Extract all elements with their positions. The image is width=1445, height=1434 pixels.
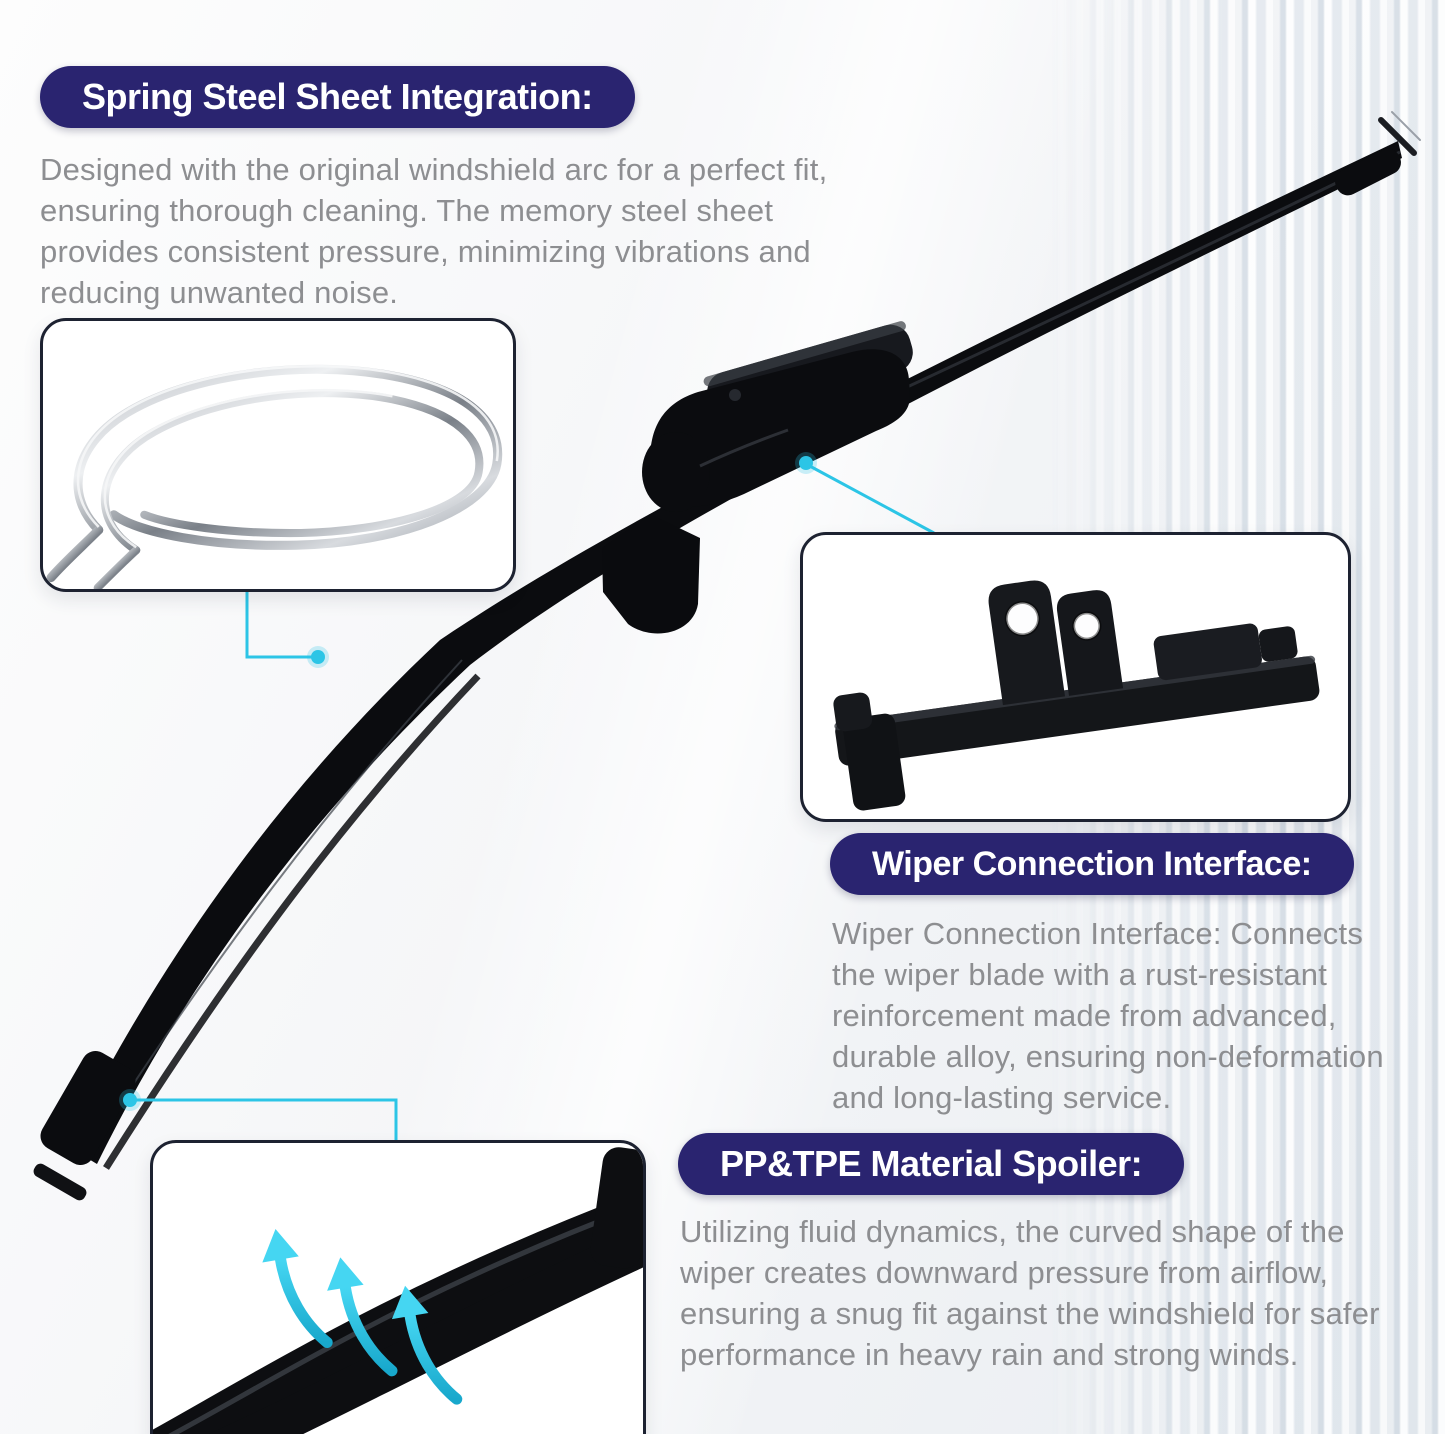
spring-steel-callout-card — [40, 318, 516, 592]
connector-callout-card — [800, 532, 1351, 822]
badge-pp-tpe-material-spoiler: PP&TPE Material Spoiler: — [678, 1133, 1185, 1195]
badge-label: Spring Steel Sheet Integration: — [82, 76, 593, 117]
callout-connector-lines — [135, 462, 935, 1141]
airflow-arrowheads — [262, 1229, 429, 1320]
wiper-adapter — [602, 321, 913, 634]
badge-wiper-connection-interface: Wiper Connection Interface: — [830, 833, 1354, 895]
connector-bracket-icon — [833, 580, 1320, 811]
spoiler-callout-card — [150, 1140, 646, 1434]
callout-anchor-dots — [119, 452, 817, 1111]
spoiler-airflow-icon — [153, 1147, 643, 1434]
connection-description: Wiper Connection Interface: Connects the… — [832, 916, 1384, 1115]
badge-label: Wiper Connection Interface: — [872, 844, 1312, 883]
badge-spring-steel-integration: Spring Steel Sheet Integration: — [40, 66, 635, 128]
wiper-end-cap — [33, 1050, 136, 1201]
badge-label: PP&TPE Material Spoiler: — [720, 1143, 1143, 1184]
airflow-arrows — [274, 1253, 463, 1405]
spoiler-description: Utilizing fluid dynamics, the curved sha… — [680, 1214, 1380, 1372]
spring-steel-description: Designed with the original windshield ar… — [40, 152, 828, 310]
spring-steel-sheets-icon — [46, 364, 503, 589]
wiper-tip-cap — [1335, 111, 1421, 196]
